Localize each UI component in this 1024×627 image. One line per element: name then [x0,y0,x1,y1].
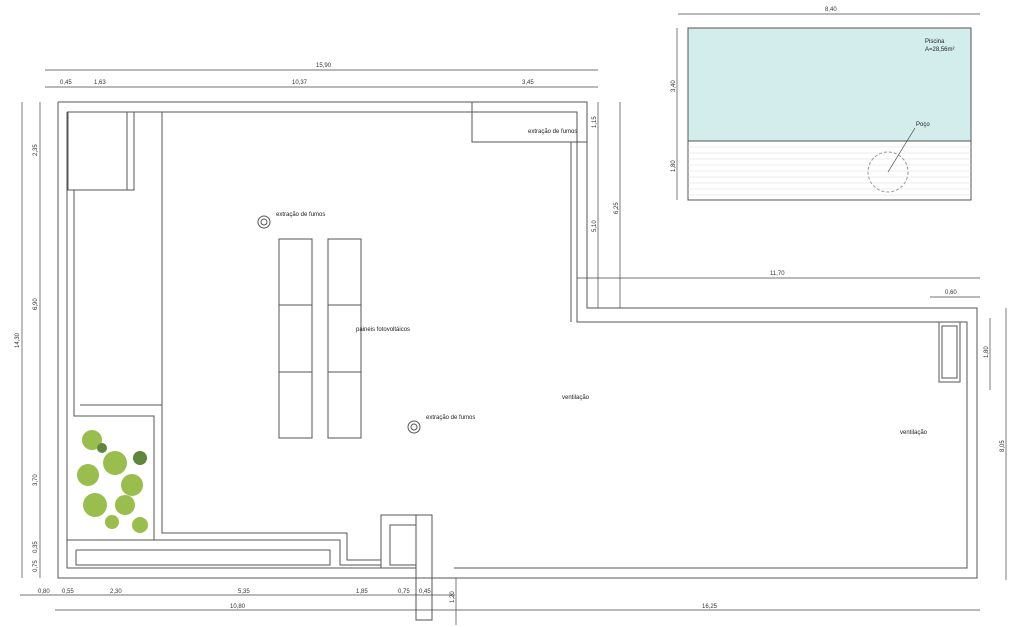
pool-name-label: Piscina [925,39,945,45]
well-label: Poço [916,122,930,128]
dim-bot-total-right: 16,25 [702,604,718,610]
dim-right-c: 6,25 [614,202,620,214]
dim-right-b: 5,10 [592,220,598,232]
dim-bot-g: 0,45 [419,589,431,595]
dim-bot-b: 0,55 [62,589,74,595]
dim-pool-h1: 3,40 [671,80,677,92]
dim-left-d: 0,35 [33,541,39,553]
dim-left-b: 6,90 [33,298,39,310]
smoke-extraction-icon [257,215,271,229]
dim-left-c: 3,70 [33,474,39,486]
dim-top-d: 3,45 [522,80,534,86]
dim-pool-width: 8,40 [825,7,837,13]
dim-mid-small: 0,60 [945,290,957,296]
dim-bot-e: 1,85 [356,589,368,595]
dim-top-a: 0,45 [60,80,72,86]
dim-bot-h: 1,20 [450,591,456,603]
ventilation-label: ventilação [900,430,928,436]
solar-panels [278,238,362,439]
building-walls [57,101,978,621]
dim-mid-h: 11,70 [770,271,785,277]
dim-bot-c: 2,30 [110,589,122,595]
well-circle [867,151,909,193]
dim-far-right-a: 1,80 [984,346,990,358]
dim-top-c: 10,37 [292,80,308,86]
dim-left-a: 2,35 [33,144,39,156]
pool [687,27,972,201]
dim-left-total: 14,30 [15,332,21,348]
dim-top-total: 15,90 [316,63,332,69]
plants-icon [77,430,148,533]
dim-right-a: 1,15 [592,116,598,128]
dim-left-e: 0,75 [33,560,39,572]
dim-bot-f: 0,75 [398,589,410,595]
smoke-extraction-label: extração de fumos [528,129,577,135]
dim-far-right-b: 8,05 [1000,440,1006,452]
dim-pool-h2: 1,80 [671,160,677,172]
dim-top-b: 1,63 [94,80,106,86]
ventilation-label: ventilação [562,395,590,401]
smoke-extraction-label: extração de fumos [426,415,475,421]
dim-bot-total-left: 10,80 [230,604,246,610]
smoke-extraction-icon [407,420,421,434]
panels-label: paineis fotovoltáicos [356,327,410,333]
smoke-extraction-label: extração de fumos [276,212,325,218]
dimension-lines [20,13,1007,625]
dim-bot-d: 5,35 [238,589,250,595]
pool-area-label: A=28,56m² [925,47,955,53]
dim-bot-a: 0,80 [38,589,50,595]
